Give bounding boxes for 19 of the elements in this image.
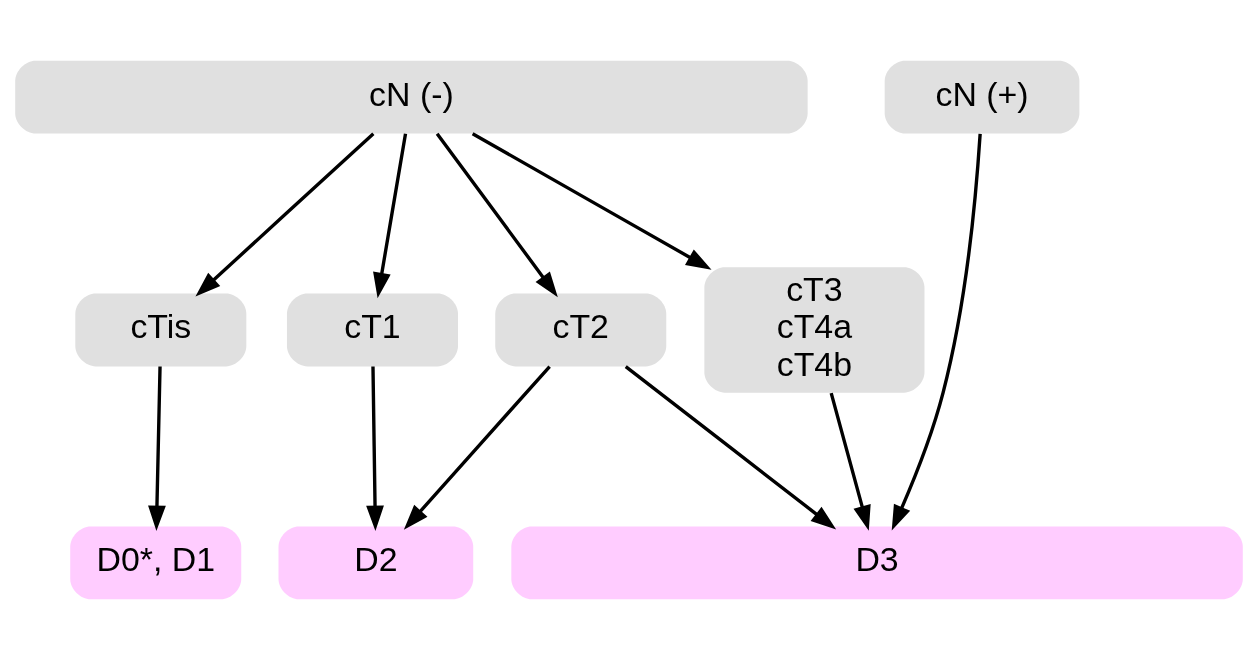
node-box: cT3 cT4a cT4b — [704, 266, 925, 393]
arrow — [829, 392, 871, 531]
node-box: D0*, D1 — [70, 525, 242, 599]
arrow — [403, 364, 551, 530]
node-box: cT2 — [495, 293, 667, 366]
node-box: cTis — [75, 293, 247, 366]
node-box: cN (+) — [884, 60, 1080, 134]
node-box: cT1 — [286, 293, 458, 366]
arrow — [624, 364, 837, 529]
node-box: D2 — [278, 525, 474, 599]
arrow — [148, 366, 166, 531]
arrow — [195, 131, 375, 297]
node-box: D3 — [511, 525, 1243, 599]
arrow — [471, 131, 712, 270]
arrow — [435, 132, 558, 297]
arrow — [891, 133, 982, 530]
arrow — [366, 366, 384, 531]
arrow — [373, 132, 408, 298]
node-box: cN (-) — [15, 60, 808, 134]
